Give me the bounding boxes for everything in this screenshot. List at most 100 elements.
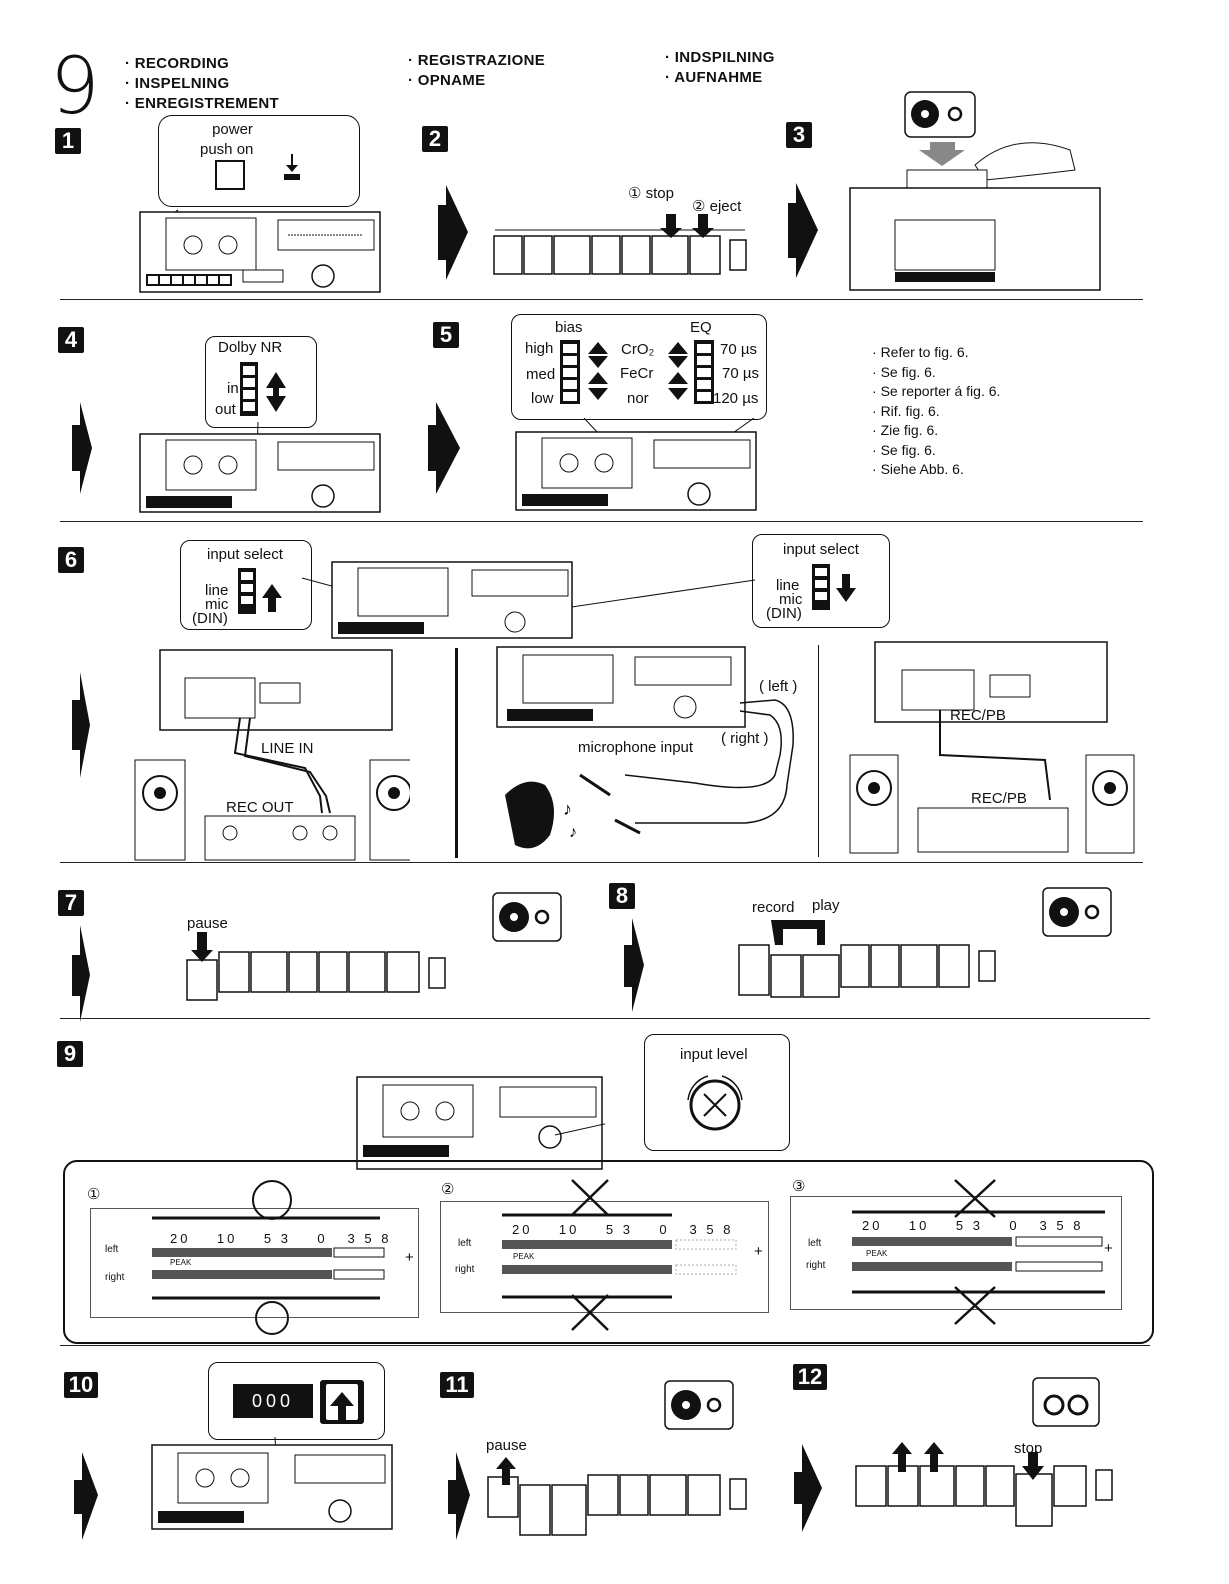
header-inspelning: INSPELNING [125, 74, 279, 94]
scale-tick: 8 [381, 1231, 392, 1246]
cassette-deck [139, 421, 381, 513]
input-level-knob[interactable] [680, 1070, 750, 1140]
meter-display-too-high [440, 1201, 769, 1313]
header-registrazione: REGISTRAZIONE [408, 51, 545, 71]
input-select-callout-line [180, 540, 312, 630]
power-button[interactable] [215, 160, 245, 190]
header-opname: OPNAME [408, 71, 545, 91]
input-switch-up[interactable] [236, 566, 286, 618]
meter-right-label: right [105, 1272, 125, 1283]
arrow-icon [788, 183, 818, 278]
arrow-icon [72, 672, 90, 778]
bias-low-label: low [531, 390, 554, 407]
rec-out-label: REC OUT [226, 799, 294, 816]
section-divider [60, 1345, 1150, 1346]
step-5-badge: 5 [433, 322, 459, 348]
line-in-setup [134, 649, 410, 861]
meter-graphic [502, 1179, 737, 1331]
scale-tick: 10 [216, 1231, 238, 1246]
transport-keys [186, 932, 446, 1001]
scale-tick: 5 [605, 1222, 617, 1237]
scale-tick: 5 [1056, 1218, 1067, 1233]
transport-keys [487, 1457, 747, 1536]
rew-key [591, 235, 621, 275]
step-2-badge: 2 [422, 126, 448, 152]
header-col1: RECORDING INSPELNING ENREGISTREMENT [125, 54, 279, 114]
scale-tick: 5 [955, 1218, 967, 1233]
svg-text:♪: ♪ [563, 799, 572, 819]
eject-label: ② eject [692, 198, 742, 215]
header-aufnahme: AUFNAHME [665, 68, 775, 88]
meter-panel-number: ① [87, 1186, 101, 1203]
record-label: record [752, 899, 795, 916]
dolby-title: Dolby NR [218, 339, 283, 356]
arrow-icon [72, 925, 90, 1022]
step-10-badge: 10 [64, 1372, 98, 1398]
scale-tick: 3 [1039, 1218, 1050, 1233]
bias-high-label: high [525, 340, 554, 357]
pause-label: pause [486, 1437, 527, 1454]
push-on-label: push on [200, 141, 254, 158]
step-7-badge: 7 [58, 890, 84, 916]
meter-graphic [152, 1180, 385, 1335]
power-label: power [212, 121, 253, 138]
cassette-stopped-icon [1032, 1377, 1100, 1427]
header-col2: REGISTRAZIONE OPNAME [408, 51, 545, 91]
timer-switch [729, 239, 747, 271]
transport-keys [493, 214, 747, 275]
meter-panel-number: ③ [792, 1178, 806, 1195]
meter-panel-number: ② [441, 1181, 455, 1198]
nor-label: nor [627, 390, 649, 407]
eq-120-label: 120 µs [713, 390, 759, 407]
line-label: line [776, 577, 800, 594]
meter-plus-label: + [1104, 1240, 1113, 1257]
meter-peak-label: PEAK [170, 1258, 192, 1267]
tape-counter: 000 [233, 1384, 313, 1418]
scale-tick: 3 [280, 1231, 291, 1246]
eject-key [689, 235, 721, 275]
cassette-icon [492, 892, 562, 942]
mic-right-label: ( right ) [721, 730, 769, 747]
microphone-setup: ♪ ♪ [496, 646, 794, 849]
scale-tick: 10 [908, 1218, 930, 1233]
refer-note: Se reporter á fig. 6. [872, 382, 1001, 402]
svg-text:♪: ♪ [569, 824, 577, 841]
rec-pb-amp-label: REC/PB [971, 790, 1027, 807]
bias-label: bias [555, 319, 583, 336]
dolby-callout [205, 336, 317, 428]
cassette-deck [356, 1076, 605, 1170]
record-key [770, 954, 802, 998]
meter-graphic [852, 1179, 1105, 1325]
step-8-badge: 8 [609, 883, 635, 909]
section-divider [60, 1018, 1150, 1019]
input-level-label: input level [680, 1046, 748, 1063]
step-1-badge: 1 [55, 128, 81, 154]
dolby-switch[interactable] [238, 360, 298, 420]
meter-peak-label: PEAK [866, 1249, 888, 1258]
scale-tick: 0 [317, 1231, 328, 1246]
refer-note: Se fig. 6. [872, 441, 1000, 461]
header-enregistrement: ENREGISTREMENT [125, 94, 279, 114]
line-in-label: LINE IN [261, 740, 314, 757]
cassette-deck [515, 418, 757, 511]
refer-note: Siehe Abb. 6. [872, 460, 1000, 480]
refer-note: Refer to fig. 6. [872, 343, 1000, 363]
scale-tick: 3 [347, 1231, 358, 1246]
meter-plus-label: + [405, 1249, 414, 1266]
cassette-icon [664, 1380, 734, 1430]
input-switch-down[interactable] [810, 562, 860, 614]
cro2-label: CrO₂ [621, 341, 655, 358]
tape-select-callout [511, 314, 767, 420]
header-indspilning: INDSPILNING [665, 48, 775, 68]
eq-70-label: 70 µs [720, 341, 757, 358]
microphone-input-label: microphone input [578, 739, 694, 756]
eq-label: EQ [690, 319, 712, 336]
bias-eq-switches[interactable] [558, 338, 718, 408]
header-recording: RECORDING [125, 54, 279, 74]
refer-note: Rif. fig. 6. [872, 402, 1000, 422]
step-12-badge: 12 [793, 1364, 827, 1390]
mic-label: mic [779, 591, 803, 608]
counter-reset-button[interactable] [318, 1378, 368, 1428]
meter-peak-label: PEAK [513, 1252, 535, 1261]
fecr-label: FeCr [620, 365, 654, 382]
